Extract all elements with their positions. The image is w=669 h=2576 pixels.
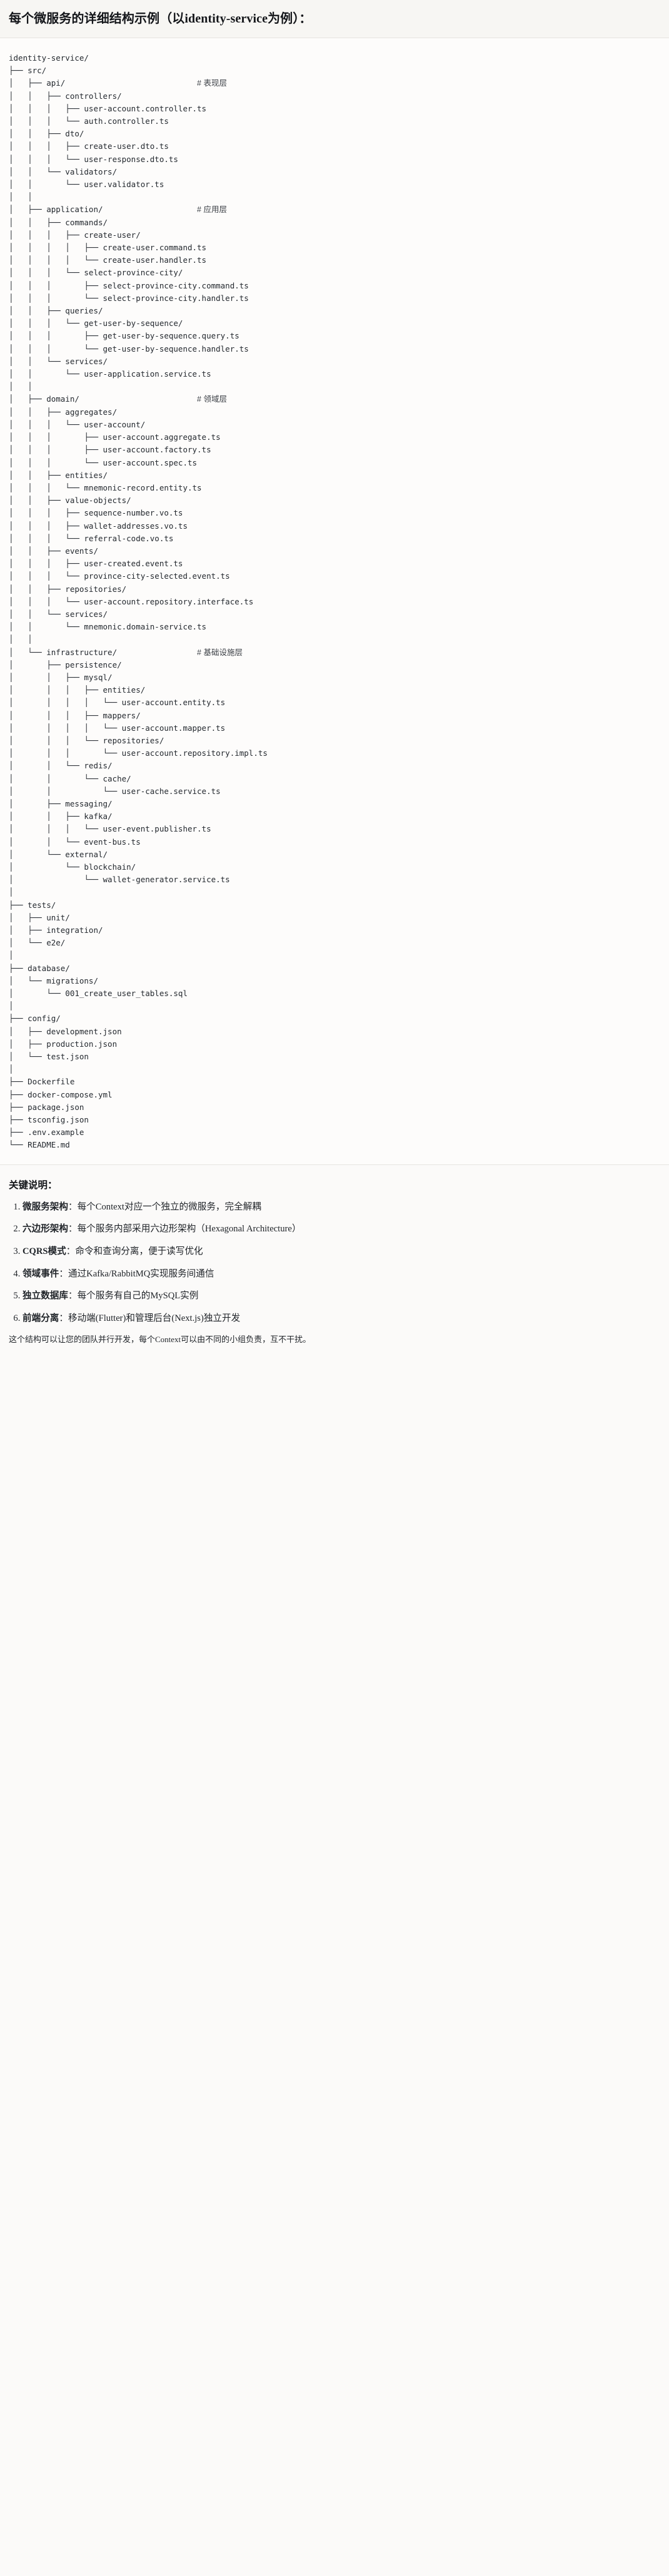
key-points-list: 微服务架构：每个Context对应一个独立的微服务，完全解耦 六边形架构：每个服… <box>9 1200 660 1326</box>
page-title: 每个微服务的详细结构示例（以identity-service为例）： <box>9 12 312 26</box>
key-points-section: 关键说明： 微服务架构：每个Context对应一个独立的微服务，完全解耦 六边形… <box>0 1164 669 1358</box>
key-point-desc: ：每个服务内部采用六边形架构（Hexagonal Architecture） <box>68 1224 301 1235</box>
key-point-desc: ：命令和查询分离，便于读写优化 <box>66 1246 203 1256</box>
list-item: 领域事件：通过Kafka/RabbitMQ实现服务间通信 <box>23 1267 660 1281</box>
key-point-desc: ：每个Context对应一个独立的微服务，完全解耦 <box>68 1201 261 1212</box>
document-header: 每个微服务的详细结构示例（以identity-service为例）： <box>0 0 669 38</box>
list-item: 微服务架构：每个Context对应一个独立的微服务，完全解耦 <box>23 1200 660 1214</box>
list-item: CQRS模式：命令和查询分离，便于读写优化 <box>23 1245 660 1259</box>
directory-tree-block: identity-service/ ├── src/ │ ├── api/ # … <box>0 38 669 1164</box>
key-point-term: 六边形架构 <box>23 1224 68 1235</box>
key-point-term: 领域事件 <box>23 1268 59 1279</box>
closing-paragraph: 这个结构可以让您的团队并行开发，每个Context可以由不同的小组负责，互不干扰… <box>9 1335 311 1345</box>
layer-comment: # 应用层 <box>197 205 227 215</box>
list-item: 六边形架构：每个服务内部采用六边形架构（Hexagonal Architectu… <box>23 1222 660 1236</box>
key-points-heading: 关键说明： <box>9 1179 58 1191</box>
key-point-desc: ：移动端(Flutter)和管理后台(Next.js)独立开发 <box>59 1313 241 1323</box>
key-point-desc: ：通过Kafka/RabbitMQ实现服务间通信 <box>59 1268 214 1279</box>
page-root: 每个微服务的详细结构示例（以identity-service为例）： ident… <box>0 0 669 1358</box>
directory-tree: identity-service/ ├── src/ │ ├── api/ # … <box>9 53 268 1150</box>
key-point-term: 微服务架构 <box>23 1201 68 1212</box>
list-item: 独立数据库：每个服务有自己的MySQL实例 <box>23 1289 660 1303</box>
key-point-term: CQRS模式 <box>23 1246 66 1256</box>
layer-comment: # 表现层 <box>197 79 227 88</box>
key-point-term: 独立数据库 <box>23 1291 68 1301</box>
layer-comment: # 基础设施层 <box>197 648 243 657</box>
key-point-term: 前端分离 <box>23 1313 59 1323</box>
list-item: 前端分离：移动端(Flutter)和管理后台(Next.js)独立开发 <box>23 1311 660 1326</box>
layer-comment: # 领域层 <box>197 395 227 404</box>
key-point-desc: ：每个服务有自己的MySQL实例 <box>68 1291 199 1301</box>
